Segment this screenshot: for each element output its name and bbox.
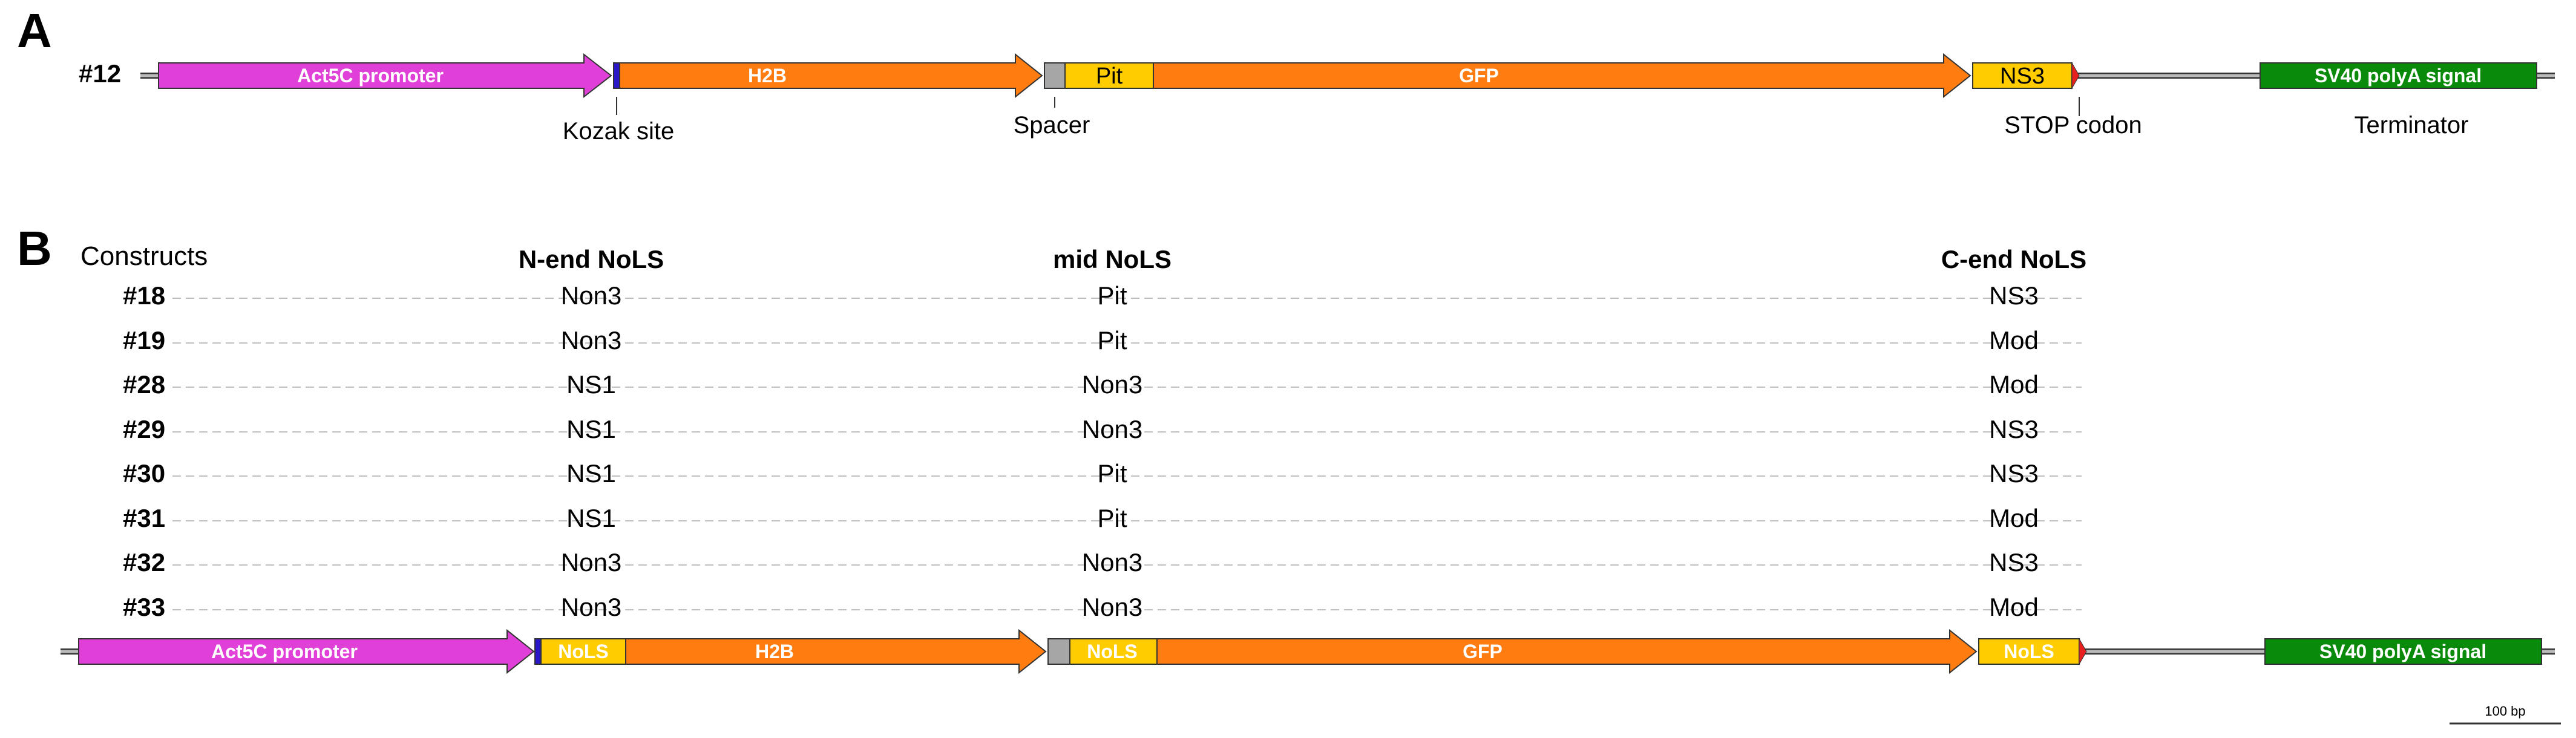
panel-b-nols-mid-box [1069, 638, 1158, 665]
c-end-nols-cell: Mod [1989, 593, 2039, 621]
construct-id: #18 [123, 281, 165, 310]
construct-id: #33 [123, 593, 165, 621]
panel-b-terminator-box [2264, 638, 2542, 665]
panel-a-terminator-box [2260, 62, 2537, 89]
n-end-nols-cell: NS1 [566, 415, 616, 443]
panel-b-h2b-label: H2B [755, 641, 794, 662]
construct-id: #28 [123, 370, 165, 399]
mid-nols-cell: Pit [1097, 504, 1127, 532]
panel-b-nols-n-label: NoLS [558, 641, 609, 662]
c-end-nols-cell: Mod [1989, 326, 2039, 354]
construct-id: #30 [123, 459, 165, 488]
c-end-nols-cell: NS3 [1989, 459, 2039, 488]
panel-a-letter: A [17, 4, 52, 57]
panel-b-nols-n-box [540, 638, 626, 665]
panel-b-nols-c-box [1978, 638, 2080, 665]
spacer-annotation: Spacer [1014, 112, 1090, 139]
panel-a-pit-box [1064, 62, 1154, 89]
mid-nols-cell: Pit [1097, 326, 1127, 354]
c-end-nols-cell: NS3 [1989, 548, 2039, 576]
scale-bar-label: 100 bp [2485, 704, 2525, 719]
n-end-nols-cell: Non3 [561, 593, 621, 621]
mid-nols-cell: Pit [1097, 281, 1127, 310]
panel-a-gfp-arrow [1153, 53, 1971, 99]
c-end-header: C-end NoLS [1941, 245, 2086, 273]
mid-nols-cell: Non3 [1082, 548, 1142, 576]
panel-a-h2b-arrow [619, 53, 1043, 99]
panel-b-nols-c-label: NoLS [2004, 641, 2054, 662]
panel-b-stop-codon [2079, 638, 2087, 665]
panel-a-promoter-arrow [158, 53, 612, 99]
n-end-header: N-end NoLS [519, 245, 664, 273]
mid-nols-cell: Non3 [1082, 415, 1142, 443]
construct-row: #19 Non3 Pit Mod [123, 326, 2082, 354]
panel-b-gfp-label: GFP [1463, 641, 1503, 662]
c-end-nols-cell: Mod [1989, 504, 2039, 532]
n-end-nols-cell: NS1 [566, 504, 616, 532]
panel-b-nols-mid-label: NoLS [1087, 641, 1138, 662]
construct-row: #18 Non3 Pit NS3 [123, 281, 2082, 310]
panel-a-spacer [1044, 62, 1066, 89]
construct-row: #32 Non3 Non3 NS3 [123, 548, 2082, 576]
c-end-nols-cell: NS3 [1989, 281, 2039, 310]
panel-a-promoter-label: Act5C promoter [297, 65, 444, 87]
mid-header: mid NoLS [1053, 245, 1172, 273]
construct-row: #29 NS1 Non3 NS3 [123, 415, 2082, 443]
stop-annotation: STOP codon [2004, 112, 2142, 139]
kozak-annotation: Kozak site [563, 118, 675, 145]
construct-id: #29 [123, 415, 165, 443]
mid-nols-cell: Non3 [1082, 593, 1142, 621]
c-end-nols-cell: NS3 [1989, 415, 2039, 443]
construct-id: #19 [123, 326, 165, 354]
mid-nols-cell: Pit [1097, 459, 1127, 488]
n-end-nols-cell: NS1 [566, 370, 616, 399]
n-end-nols-cell: Non3 [561, 281, 621, 310]
n-end-nols-cell: NS1 [566, 459, 616, 488]
n-end-nols-cell: Non3 [561, 548, 621, 576]
panel-b-letter: B [17, 221, 52, 275]
c-end-nols-cell: Mod [1989, 370, 2039, 399]
mid-nols-cell: Non3 [1082, 370, 1142, 399]
panel-b-spacer [1047, 638, 1070, 665]
construct-row: #28 NS1 Non3 Mod [123, 370, 2082, 399]
constructs-header: Constructs [80, 241, 208, 271]
construct-id-12: #12 [79, 59, 121, 88]
panel-a-gfp-label: GFP [1459, 65, 1499, 87]
construct-row: #30 NS1 Pit NS3 [123, 459, 2082, 488]
panel-b-promoter-label: Act5C promoter [211, 641, 358, 662]
panel-b-gfp-arrow [1156, 629, 1978, 674]
n-end-nols-cell: Non3 [561, 326, 621, 354]
panel-a-h2b-label: H2B [748, 65, 787, 87]
construct-row: #31 NS1 Pit Mod [123, 504, 2082, 532]
panel-b-promoter-arrow [78, 629, 535, 674]
panel-b-kozak-site [534, 638, 542, 665]
panel-b-h2b-arrow [625, 629, 1047, 674]
terminator-annotation: Terminator [2355, 112, 2469, 139]
panel-a-kozak-site [613, 62, 620, 89]
panel-a-terminator-label: SV40 polyA signal [2315, 65, 2482, 87]
construct-row: #33 Non3 Non3 Mod [123, 593, 2082, 621]
panel-a-pit-label: Pit [1096, 64, 1123, 89]
panel-a-stop-codon [2071, 62, 2080, 90]
panel-b-terminator-label: SV40 polyA signal [2319, 641, 2486, 662]
panel-a-ns3-label: NS3 [2000, 64, 2045, 89]
construct-id: #32 [123, 548, 165, 576]
construct-id: #31 [123, 504, 165, 532]
